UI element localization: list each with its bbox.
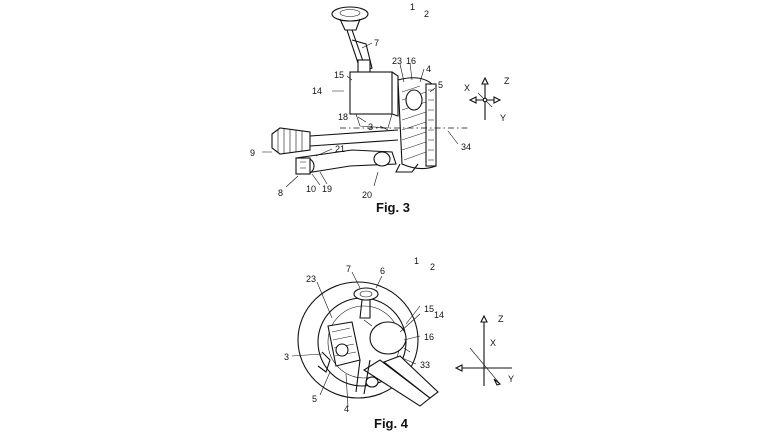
fig4-coordinate-system: [454, 314, 512, 386]
tie-rod-and-boot: [271, 127, 399, 155]
ref-15: 15: [334, 70, 344, 80]
ref-23: 23: [306, 274, 316, 284]
ref-14: 14: [434, 310, 444, 320]
figure-3: [262, 6, 502, 188]
ref-14: 14: [312, 86, 322, 96]
ref-9: 9: [250, 148, 255, 158]
ref-23: 23: [392, 56, 402, 66]
ref-20: 20: [362, 190, 372, 200]
axis-label-z: Z: [504, 76, 510, 86]
axis-label-z: Z: [498, 314, 504, 324]
fig3-labels: 1 2 7 23 16 4 5 15 14 18 3 34 9 21 8 10 …: [250, 2, 510, 215]
figure-4-caption: Fig. 4: [374, 416, 409, 431]
ref-16: 16: [424, 332, 434, 342]
hub-mechanism: [317, 321, 361, 373]
suspension-arm: [355, 355, 439, 407]
ref-1: 1: [414, 256, 419, 266]
brake-disc-assembly: [395, 77, 437, 173]
actuator-housing: [349, 71, 399, 129]
ref-33: 33: [420, 360, 430, 370]
ref-15: 15: [424, 304, 434, 314]
ref-1: 1: [410, 2, 415, 12]
ref-2: 2: [430, 262, 435, 272]
ref-16: 16: [406, 56, 416, 66]
ref-19: 19: [322, 184, 332, 194]
axis-label-y: Y: [500, 113, 506, 123]
steering-column: [331, 6, 373, 75]
ref-34: 34: [461, 142, 471, 152]
fig4-leader-lines: [291, 271, 421, 408]
ref-7: 7: [374, 38, 379, 48]
ref-8: 8: [278, 188, 283, 198]
ref-5: 5: [438, 80, 443, 90]
ref-21: 21: [335, 144, 345, 154]
steering-knob: [353, 287, 379, 319]
ref-2: 2: [424, 9, 429, 19]
fig3-coordinate-system: [468, 76, 502, 120]
fig4-labels: 7 6 1 2 23 15 14 16 3 33 5 4 X Z Y Fig. …: [284, 256, 514, 431]
ref-5: 5: [312, 394, 317, 404]
ref-4: 4: [426, 64, 431, 74]
ref-10: 10: [306, 184, 316, 194]
ref-7: 7: [346, 264, 351, 274]
ref-4: 4: [344, 404, 349, 414]
control-arm: [295, 149, 397, 175]
ref-3: 3: [284, 352, 289, 362]
axis-label-x: X: [464, 83, 470, 93]
ref-3: 3: [368, 122, 373, 132]
axis-label-x: X: [490, 338, 496, 348]
fig3-leader-lines: [262, 42, 459, 188]
axis-label-y: Y: [508, 374, 514, 384]
actuator-motor: [363, 319, 411, 355]
figure-3-caption: Fig. 3: [376, 200, 410, 215]
ref-18: 18: [338, 112, 348, 122]
ref-6: 6: [380, 266, 385, 276]
figure-4: [291, 271, 512, 408]
